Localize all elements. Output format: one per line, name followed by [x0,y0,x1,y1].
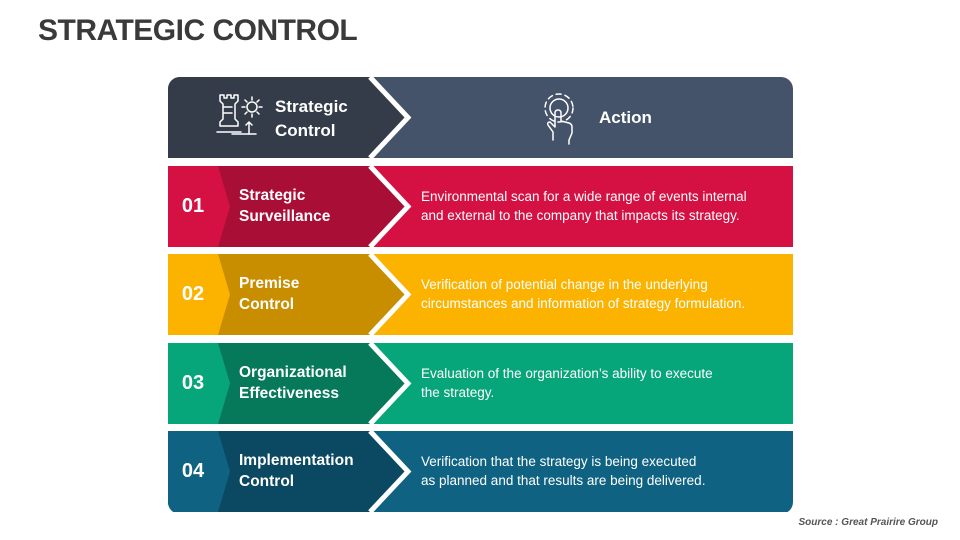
row-description: Environmental scan for a wide range of e… [421,187,747,225]
page-title: STRATEGIC CONTROL [38,14,358,47]
row-description-line2: and external to the company that impacts… [421,208,740,223]
row-name-chevron [218,166,408,247]
row-number: 01 [181,194,205,217]
row-name-line1: Premise [239,275,300,292]
row-name-line2: Control [239,296,295,313]
row-name-line1: Implementation [239,452,354,469]
row-name-line1: Organizational [239,364,347,381]
row-number: 02 [181,282,205,305]
row-name-chevron [218,254,408,335]
row-description-line2: circumstances and information of strateg… [421,296,746,311]
hand-gear-icon [544,93,574,145]
row-number-tab [168,166,230,247]
source-note: Source : Great Prairire Group [798,517,939,528]
row-name-line2: Surveillance [239,208,331,225]
row-name-chevron [218,343,408,424]
row-description-line1: Verification of potential change in the … [421,277,708,292]
row-chevron-divider [368,164,412,249]
header-left-chevron [168,77,408,158]
row-number-tab [168,343,230,424]
header-left-label-line1: Strategic [275,97,348,116]
diagram-shapes [168,77,793,514]
row-03-shapes [168,341,793,426]
chess-rook-gear-icon [216,94,263,135]
row-number: 03 [181,371,205,394]
row-number: 04 [181,459,205,482]
header-chevron-divider [368,77,412,160]
row-04-shapes [168,429,793,514]
row-name-chevron [218,431,408,512]
row-02-shapes [168,252,793,337]
row-description-line1: Verification that the strategy is being … [421,454,697,469]
row-number-tab [168,431,230,512]
row-number-tab [168,254,230,335]
row-chevron-divider [368,429,412,514]
row-description: Evaluation of the organization’s ability… [421,364,713,402]
header-left-label-line2: Control [275,121,336,140]
row-chevron-divider [368,341,412,426]
row-chevron-divider [368,252,412,337]
header-left-label: Strategic Control [275,95,348,143]
row-description-line1: Evaluation of the organization’s ability… [421,366,713,381]
row-description-line2: the strategy. [421,385,495,400]
row-name-line2: Effectiveness [239,385,339,402]
row-description: Verification of potential change in the … [421,275,745,313]
row-description-line1: Environmental scan for a wide range of e… [421,189,747,204]
row-01-shapes [168,164,793,249]
row-description-line2: as planned and that results are being de… [421,473,706,488]
row-name-line2: Control [239,473,295,490]
header-right-label: Action [599,108,652,127]
row-description: Verification that the strategy is being … [421,452,705,490]
row-name-line1: Strategic [239,187,306,204]
